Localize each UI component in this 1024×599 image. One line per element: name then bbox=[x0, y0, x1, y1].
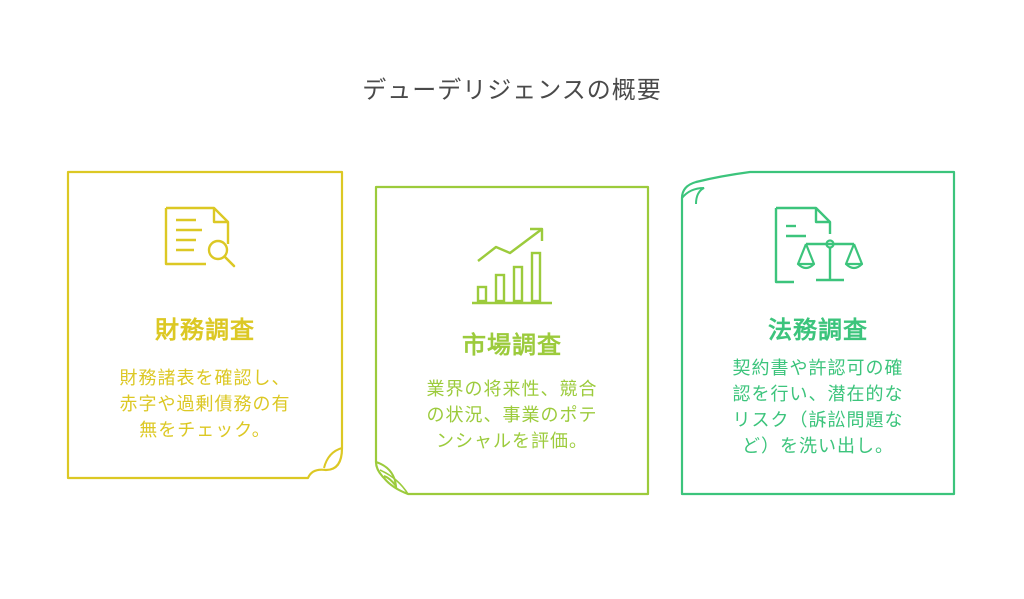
financial-card: 財務調査 財務諸表を確認し、 赤字や過剰債務の有 無をチェック。 bbox=[68, 172, 342, 478]
description-line: 無をチェック。 bbox=[139, 420, 271, 441]
card-description: 業界の将来性、競合 の状況、事業のポテ ンシャルを評価。 bbox=[376, 377, 648, 455]
card-description: 財務諸表を確認し、 赤字や過剰債務の有 無をチェック。 bbox=[68, 366, 342, 444]
description-line: 業界の将来性、競合 bbox=[426, 379, 598, 400]
card-heading: 市場調査 bbox=[462, 331, 562, 359]
legal-card: 法務調査 契約書や許認可の確 認を行い、潜在的な リスク（訴訟問題な ど）を洗い… bbox=[682, 172, 954, 494]
market-card: 市場調査 業界の将来性、競合 の状況、事業のポテ ンシャルを評価。 bbox=[376, 187, 648, 494]
document-magnifier-icon bbox=[164, 206, 236, 268]
description-line: 財務諸表を確認し、 bbox=[119, 368, 291, 389]
description-line: ンシャルを評価。 bbox=[436, 431, 588, 452]
card-heading: 財務調査 bbox=[155, 316, 255, 344]
legal-document-scale-icon bbox=[774, 206, 864, 284]
card-heading: 法務調査 bbox=[768, 316, 868, 344]
description-line: 契約書や許認可の確 bbox=[732, 358, 904, 379]
page-title: デューデリジェンスの概要 bbox=[362, 76, 662, 104]
description-line: 認を行い、潜在的な bbox=[732, 384, 904, 405]
description-line: の状況、事業のポテ bbox=[426, 405, 598, 426]
description-line: ど）を洗い出し。 bbox=[742, 436, 894, 457]
card-description: 契約書や許認可の確 認を行い、潜在的な リスク（訴訟問題な ど）を洗い出し。 bbox=[682, 356, 954, 460]
growth-chart-icon bbox=[472, 227, 552, 305]
description-line: 赤字や過剰債務の有 bbox=[119, 394, 291, 415]
description-line: リスク（訴訟問題な bbox=[732, 410, 904, 431]
